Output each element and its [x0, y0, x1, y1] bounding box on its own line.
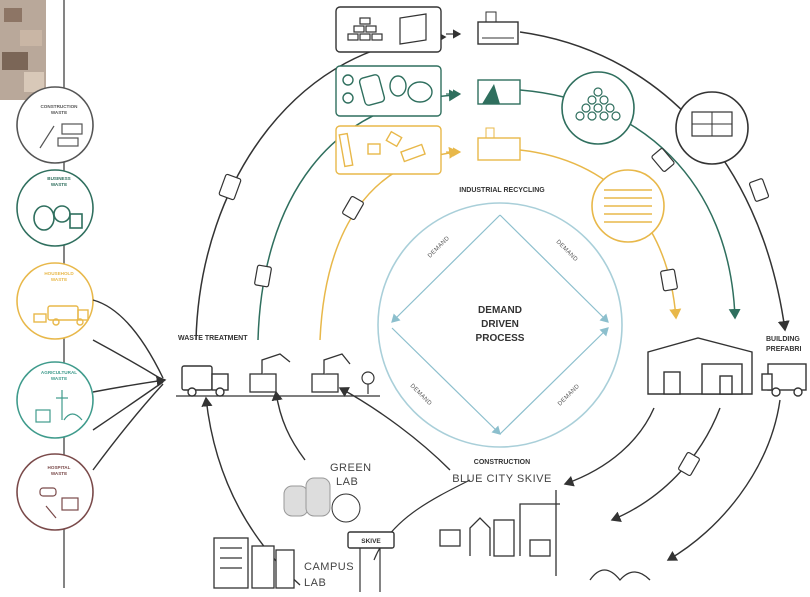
category-agricultural: AGRICULTURAL WASTE [16, 361, 94, 439]
blue-city-label: BLUE CITY SKIVE [452, 473, 552, 485]
robot-arm-icon [249, 353, 351, 393]
product-pipes [561, 71, 635, 145]
city-skyline [439, 490, 651, 582]
campus-buildings [213, 537, 295, 589]
demand-circle: DEMAND DEMAND DEMAND DEMAND DEMAND DRIVE… [377, 202, 623, 448]
green-lab-label: GREEN [330, 462, 372, 474]
category-label: CONSTRUCTION [40, 104, 78, 109]
skive-sign: SKIVE [347, 531, 395, 592]
center-label: PROCESS [476, 333, 525, 344]
tires-icon [33, 205, 83, 231]
category-label: WASTE [51, 182, 67, 187]
skive-sign-text: SKIVE [361, 538, 381, 545]
category-label: WASTE [51, 110, 67, 115]
demand-label: DEMAND [409, 383, 433, 407]
waste-treatment-label: WASTE TREATMENT [178, 335, 248, 342]
category-label: WASTE [51, 376, 67, 381]
category-household: HOUSEHOLD WASTE [16, 262, 94, 340]
recycle-box-plastic [335, 125, 442, 175]
tools-icon [39, 123, 83, 149]
category-business: BUSINESS WASTE [16, 169, 94, 247]
recycle-box-bricks [335, 6, 442, 53]
category-hospital: HOSPITAL WASTE [16, 453, 94, 531]
building-label: BUILDING [766, 336, 800, 343]
building-label: PREFABRI [766, 346, 801, 353]
category-label: HOSPITAL [48, 465, 71, 470]
product-boards [591, 169, 665, 243]
recycle-box-metal [335, 65, 442, 117]
demand-label: DEMAND [557, 383, 581, 407]
category-label: AGRICULTURAL [41, 370, 77, 375]
demand-label: DEMAND [427, 235, 451, 259]
delivery-truck-icon [761, 363, 807, 397]
center-label: DEMAND [478, 305, 522, 316]
category-label: BUSINESS [47, 176, 71, 181]
industrial-recycling-label: INDUSTRIAL RECYCLING [459, 187, 545, 194]
construction-label: CONSTRUCTION [474, 459, 530, 466]
truck-icon [218, 148, 770, 477]
center-label: DRIVEN [481, 319, 519, 330]
factory-icon [477, 11, 521, 161]
tree-icon [361, 371, 375, 394]
category-label: HOUSEHOLD [44, 271, 74, 276]
medical-supplies-icon [39, 487, 79, 519]
category-label: WASTE [51, 471, 67, 476]
box-arrows [446, 29, 462, 157]
campus-lab-label: LAB [304, 577, 326, 589]
input-arrows [92, 299, 167, 471]
silo-icon [283, 477, 361, 523]
garbage-truck-icon [33, 305, 89, 326]
campus-lab-label: CAMPUS [304, 561, 354, 573]
warehouse-icon [647, 337, 753, 395]
photo-thumbnail [0, 0, 46, 100]
category-label: WASTE [51, 277, 67, 282]
demand-label: DEMAND [555, 239, 579, 263]
category-construction: CONSTRUCTION WASTE [16, 86, 94, 164]
product-panels [675, 91, 749, 165]
garbage-truck-icon [181, 365, 229, 397]
green-lab-label: LAB [336, 476, 358, 488]
farm-icon [35, 390, 83, 423]
